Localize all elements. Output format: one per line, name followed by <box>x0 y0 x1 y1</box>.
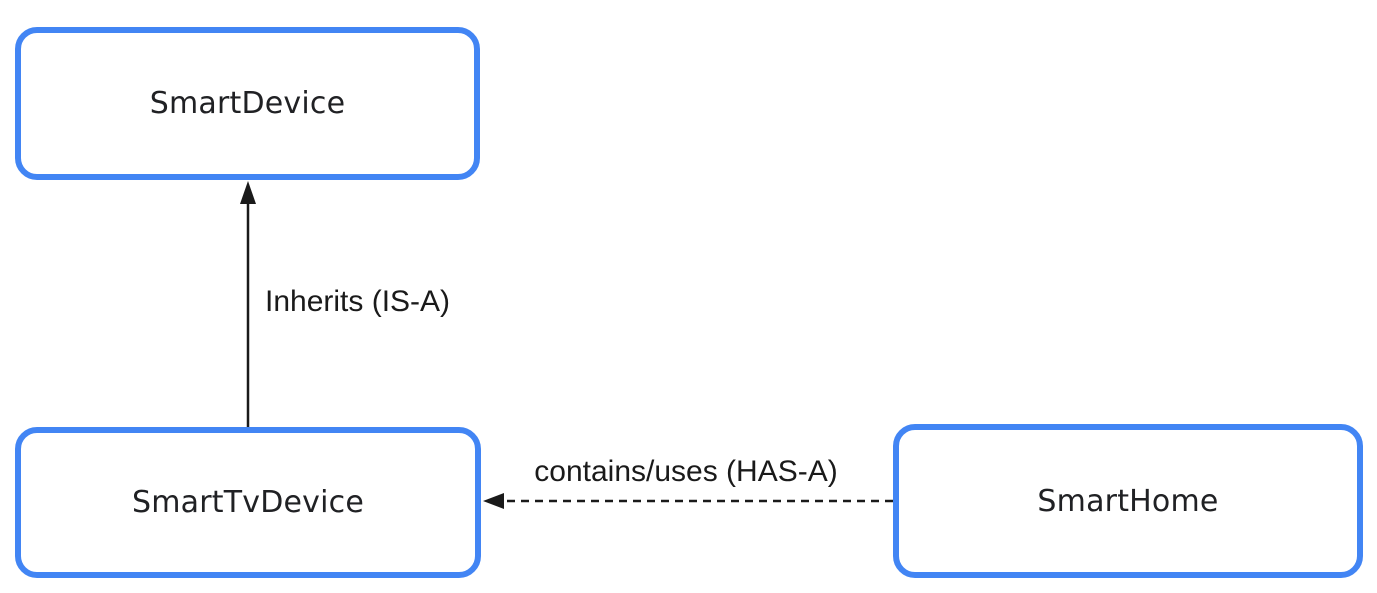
edge-label-inherits: Inherits (IS-A) <box>265 285 451 318</box>
node-smarttvdevice: SmartTvDevice <box>15 427 481 578</box>
node-smartdevice: SmartDevice <box>15 27 480 180</box>
composition-arrow <box>483 493 893 509</box>
inheritance-arrow <box>240 181 256 427</box>
node-smarthome: SmartHome <box>893 424 1363 578</box>
edge-label-contains-uses: contains/uses (HAS-A) <box>534 455 838 488</box>
